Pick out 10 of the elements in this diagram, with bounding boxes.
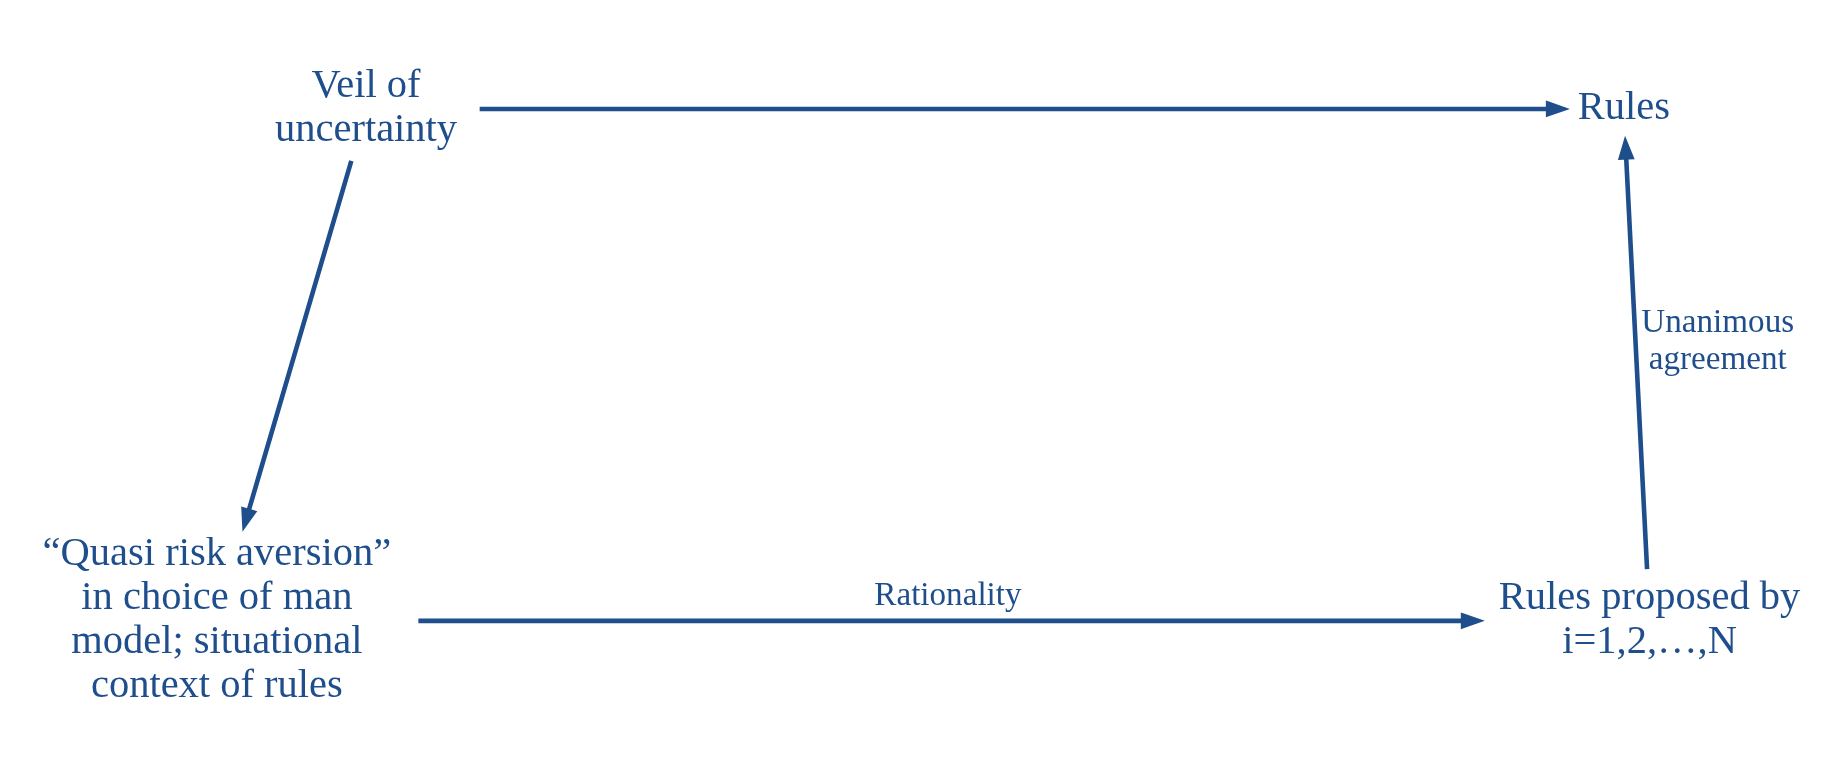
arrow — [418, 611, 1485, 629]
edge-label: Unanimous agreement — [1641, 301, 1795, 376]
arrow — [479, 100, 1570, 117]
arrow — [241, 159, 354, 532]
arrow — [1617, 135, 1650, 569]
edge-label: Rationality — [874, 574, 1022, 612]
node-text: Veil of uncertainty — [274, 60, 458, 150]
node-text: Rules proposed by i=1,2,…,N — [1498, 572, 1801, 662]
node-text: Rules — [1577, 82, 1670, 128]
node-text: “Quasi risk aversion” in choice of man model; situational context of rules — [42, 528, 392, 706]
